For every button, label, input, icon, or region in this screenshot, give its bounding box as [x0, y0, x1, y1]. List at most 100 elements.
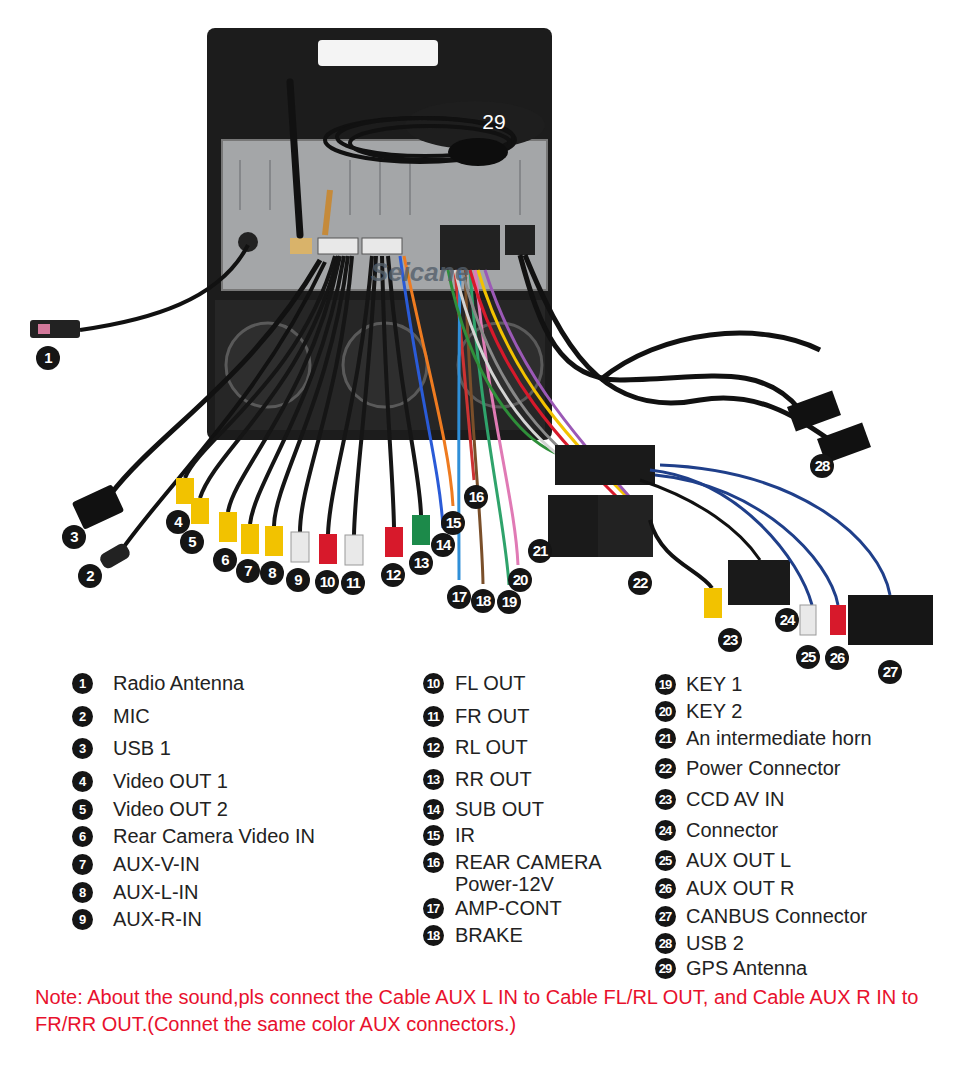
part-label: AUX-L-IN — [113, 881, 199, 903]
av-cable — [650, 520, 712, 588]
part-label: An intermediate horn — [686, 727, 872, 749]
callout-number: 14 — [431, 533, 455, 557]
part-label: REAR CAMERA Power-12V — [455, 851, 625, 895]
callout-number: 24 — [775, 608, 799, 632]
usb-socket — [505, 225, 535, 255]
part-label: FL OUT — [455, 672, 525, 694]
callout-number: 27 — [655, 906, 676, 927]
part-label: Power Connector — [686, 757, 841, 779]
usb-connector — [787, 391, 841, 432]
callout-number: 22 — [655, 758, 676, 779]
callout-number: 21 — [528, 539, 552, 563]
part-label: CCD AV IN — [686, 788, 785, 810]
part-label: Radio Antenna — [113, 672, 244, 694]
callout-number: 3 — [62, 525, 86, 549]
canbus-connector — [848, 595, 933, 645]
part-label: AUX-R-IN — [113, 908, 202, 930]
callout-number: 1 — [36, 346, 60, 370]
callout-number: 18 — [471, 589, 495, 613]
mic-cable — [118, 262, 325, 555]
antenna-plug — [30, 320, 80, 338]
rca-plug-yellow — [704, 588, 722, 618]
callout-number: 17 — [447, 585, 471, 609]
callout-number: 9 — [72, 909, 93, 930]
part-label: Video OUT 2 — [113, 798, 228, 820]
callout-number: 17 — [423, 898, 444, 919]
part-label: AUX OUT R — [686, 877, 795, 899]
callout-number: 10 — [315, 570, 339, 594]
callout-number: 8 — [260, 561, 284, 585]
gps-port — [325, 190, 330, 235]
cable — [640, 480, 760, 560]
part-label: FR OUT — [455, 705, 529, 727]
callout-number: 29 — [482, 110, 505, 134]
callout-number: 14 — [423, 799, 444, 820]
callout-number: 11 — [423, 706, 444, 727]
part-label: CANBUS Connector — [686, 905, 867, 927]
callout-number: 28 — [810, 454, 834, 478]
callout-number: 11 — [341, 571, 365, 595]
callout-number: 25 — [655, 850, 676, 871]
callout-number: 16 — [423, 852, 444, 873]
rca-plugs — [176, 478, 430, 565]
callout-number: 18 — [423, 925, 444, 946]
note-text: Note: About the sound,pls connect the Ca… — [35, 984, 970, 1038]
callout-number: 28 — [655, 933, 676, 954]
callout-number: 15 — [441, 511, 465, 535]
part-label: MIC — [113, 705, 150, 727]
callout-number: 10 — [423, 673, 444, 694]
callout-number: 7 — [236, 559, 260, 583]
frame-handle-hole — [318, 40, 438, 66]
part-label: Connector — [686, 819, 778, 841]
gps-antenna-puck — [448, 138, 508, 166]
callout-number: 6 — [213, 548, 237, 572]
aux-out-cable — [655, 475, 838, 605]
callout-number: 27 — [878, 660, 902, 684]
watermark: Seicane — [371, 257, 469, 288]
plug-port — [318, 238, 358, 254]
usb2-cables — [520, 255, 830, 440]
callout-number: 21 — [655, 728, 676, 749]
callout-number: 2 — [78, 564, 102, 588]
callout-number: 13 — [423, 769, 444, 790]
callout-number: 19 — [497, 590, 521, 614]
part-label: RL OUT — [455, 736, 528, 758]
part-label: Rear Camera Video IN — [113, 825, 315, 847]
harness-connector — [548, 495, 603, 557]
callout-number: 19 — [655, 674, 676, 695]
usb-connector — [72, 484, 125, 530]
part-label: AMP-CONT — [455, 897, 562, 919]
part-label: USB 1 — [113, 737, 171, 759]
part-label: BRAKE — [455, 924, 523, 946]
rca-wires — [185, 256, 421, 535]
part-label: KEY 1 — [686, 673, 742, 695]
antenna-cable — [80, 245, 248, 330]
mic-plug — [98, 542, 132, 571]
harness-connector — [555, 445, 655, 485]
callout-number: 1 — [72, 673, 93, 694]
callout-number: 26 — [655, 878, 676, 899]
callout-number: 5 — [72, 799, 93, 820]
callout-number: 8 — [72, 882, 93, 903]
part-label: KEY 2 — [686, 700, 742, 722]
part-label: GPS Antenna — [686, 957, 807, 979]
usb-cable — [110, 260, 320, 495]
harness-connector — [598, 495, 653, 557]
callout-number: 2 — [72, 706, 93, 727]
callout-number: 9 — [286, 568, 310, 592]
callout-number: 12 — [381, 563, 405, 587]
part-label: RR OUT — [455, 768, 532, 790]
small-connector — [728, 560, 790, 605]
wifi-antenna — [290, 82, 300, 235]
plug-port — [362, 238, 402, 254]
callout-number: 13 — [409, 551, 433, 575]
part-label: SUB OUT — [455, 798, 544, 820]
canbus-cable — [660, 465, 890, 595]
callout-number: 16 — [464, 485, 488, 509]
antenna-plug-tip — [38, 324, 50, 334]
callout-number: 6 — [72, 826, 93, 847]
callout-number: 20 — [508, 568, 532, 592]
callout-number: 29 — [655, 958, 676, 979]
callout-number: 3 — [72, 738, 93, 759]
callout-number: 24 — [655, 820, 676, 841]
